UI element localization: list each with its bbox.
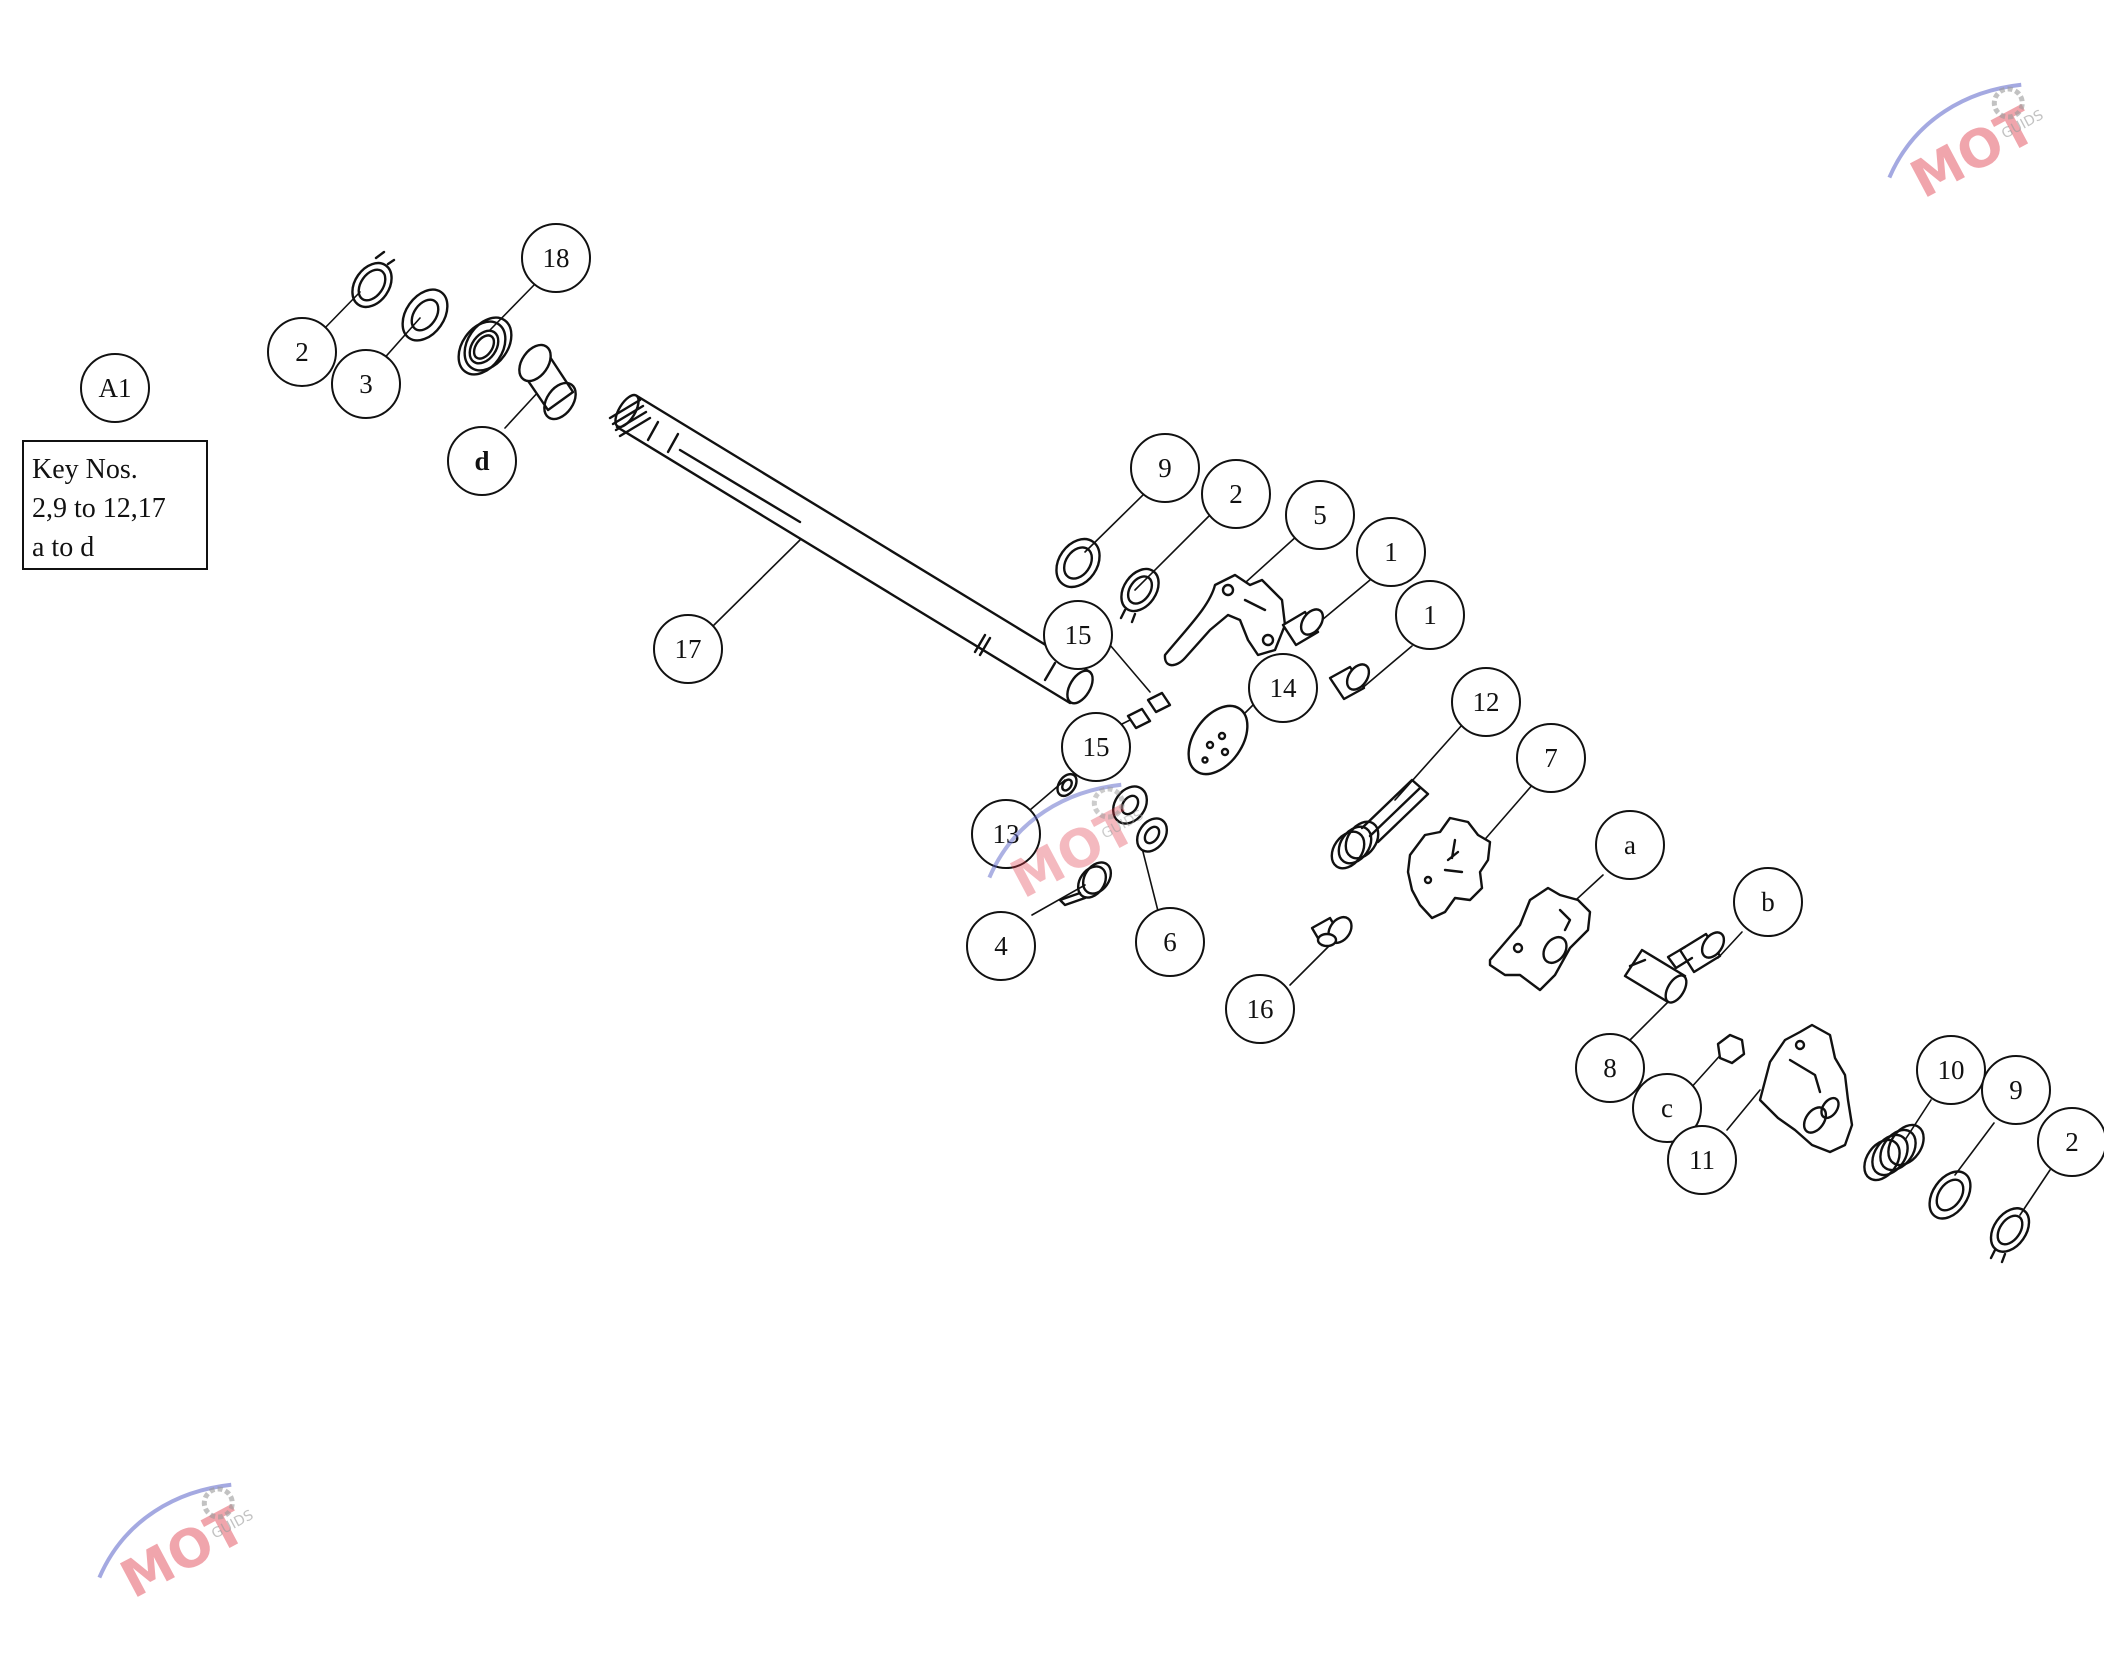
pawl-pin-part [1623,948,1688,1004]
callout-label: d [474,445,490,476]
washer-part [1055,537,1101,589]
callout-label: 18 [542,242,570,273]
section-label: A1 [98,372,132,403]
callout-label: 1 [1423,599,1437,630]
callout-13: 13 [971,799,1041,869]
selector-cam-part [1406,816,1492,920]
callout-label: 15 [1064,619,1092,650]
callout-label: 2 [295,336,309,367]
callout-11: 11 [1667,1125,1737,1195]
callout-6: 6 [1135,907,1205,977]
callout-label: 11 [1689,1144,1715,1175]
callout-12: 12 [1451,667,1521,737]
callout-label: 3 [359,368,373,399]
bolt-part [1281,608,1325,647]
callout-17: 17 [653,614,723,684]
callout-14: 14 [1248,653,1318,723]
callout-1a: 1 [1356,517,1426,587]
callout-label: c [1661,1092,1673,1123]
callout-label: 9 [2009,1074,2023,1105]
watermark-logo: MOT GUIDS [97,1482,256,1611]
watermark-logo: MOT GUIDS [987,782,1146,911]
callout-16: 16 [1225,974,1295,1044]
watermark-logo: MOT GUIDS [1887,82,2046,211]
callout-1b: 1 [1395,580,1465,650]
callout-label: 6 [1163,926,1177,957]
callout-8: 8 [1575,1033,1645,1103]
callout-15a: 15 [1043,600,1113,670]
key-note-line-2: 2,9 to 12,17 [32,493,166,524]
watermark-text: MOT [1001,796,1146,911]
key-note-line-3: a to d [32,532,95,563]
bush-part [518,343,577,421]
circlip-part [1989,1207,2031,1264]
callout-a: a [1595,810,1665,880]
spindle-part [1666,931,1726,974]
circlip-part [351,250,396,309]
callout-label: 17 [674,633,702,664]
callout-label: 4 [994,930,1008,961]
oil-seal-part [457,316,513,376]
watermark-text: MOT [1901,96,2046,211]
callout-3: 3 [331,349,401,419]
callout-2c: 2 [2037,1107,2104,1177]
callout-label: 13 [992,818,1020,849]
dowel-pin-part [1126,691,1172,730]
callout-label: 16 [1246,993,1274,1024]
callout-10: 10 [1916,1035,1986,1105]
callout-label: 10 [1937,1054,1965,1085]
callout-15b: 15 [1061,712,1131,782]
callout-label: 9 [1158,452,1172,483]
callout-label: a [1624,829,1636,860]
bolt-part [1328,663,1371,701]
selector-plate-part [1758,1023,1854,1154]
link-part [1111,785,1169,853]
callout-label: 12 [1472,686,1500,717]
callout-2b: 2 [1201,459,1271,529]
callout-b: b [1733,867,1803,937]
callout-label: 15 [1082,731,1110,762]
callout-5: 5 [1285,480,1355,550]
return-spring-part [1330,778,1430,870]
gearchange-shaft-part [608,393,1094,705]
callout-label: 14 [1269,672,1297,703]
callout-9b: 9 [1981,1055,2051,1125]
bolt-part [1310,915,1353,948]
circlip-part [1119,567,1160,624]
callout-7: 7 [1516,723,1586,793]
washer-part [1056,772,1078,798]
callout-label: 2 [1229,478,1243,509]
callout-2a: 2 [267,317,337,387]
selector-plate-part [1488,886,1592,992]
washer-part [401,288,449,342]
callout-label: b [1761,886,1775,917]
callout-4: 4 [966,911,1036,981]
section-label-callout: A1 [80,353,150,423]
callout-label: 5 [1313,499,1327,530]
selector-arm-part [1163,573,1287,667]
index-disc-part [1187,704,1249,776]
callout-label: 2 [2065,1126,2079,1157]
callout-d: d [447,426,517,496]
coil-spring-part [1863,1123,1925,1182]
watermark-text: MOT [111,1496,256,1611]
washer-part [1928,1170,1972,1220]
key-note-box: Key Nos. 2,9 to 12,17 a to d [22,440,208,570]
callout-9a: 9 [1130,433,1200,503]
callout-label: 7 [1544,742,1558,773]
callout-label: 8 [1603,1052,1617,1083]
key-note-line-1: Key Nos. [32,454,138,485]
callout-label: 1 [1384,536,1398,567]
torsion-spring-part [1058,861,1113,907]
callout-18: 18 [521,223,591,293]
nut-part [1716,1033,1746,1065]
